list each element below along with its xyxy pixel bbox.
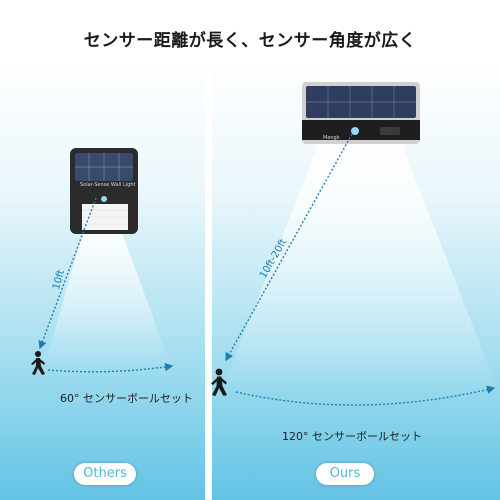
left-device-label: Solar-Sense Wall Light — [80, 182, 136, 188]
right-device-label: Mengk — [323, 135, 340, 141]
left-solar-light-device — [70, 148, 138, 234]
left-angle-caption: 60° センサーボールセット — [60, 392, 193, 405]
panel-divider — [205, 60, 212, 500]
others-badge: Others — [74, 463, 136, 485]
distance-arrow — [38, 197, 97, 350]
solar-panel-icon — [306, 86, 416, 118]
walking-person-icon — [211, 368, 227, 396]
right-solar-light-device — [302, 82, 420, 144]
right-angle-caption: 120° センサーボールセット — [282, 430, 422, 443]
angle-arc — [235, 385, 496, 406]
walking-person-icon — [31, 351, 45, 375]
light-beam-icon — [44, 228, 172, 368]
distance-arrow — [225, 133, 353, 362]
solar-panel-icon — [75, 153, 133, 181]
headline: センサー距離が長く、センサー角度が広く — [83, 31, 417, 51]
light-beam-icon — [220, 140, 500, 395]
ours-badge: Ours — [316, 463, 374, 485]
angle-arc — [47, 362, 174, 373]
